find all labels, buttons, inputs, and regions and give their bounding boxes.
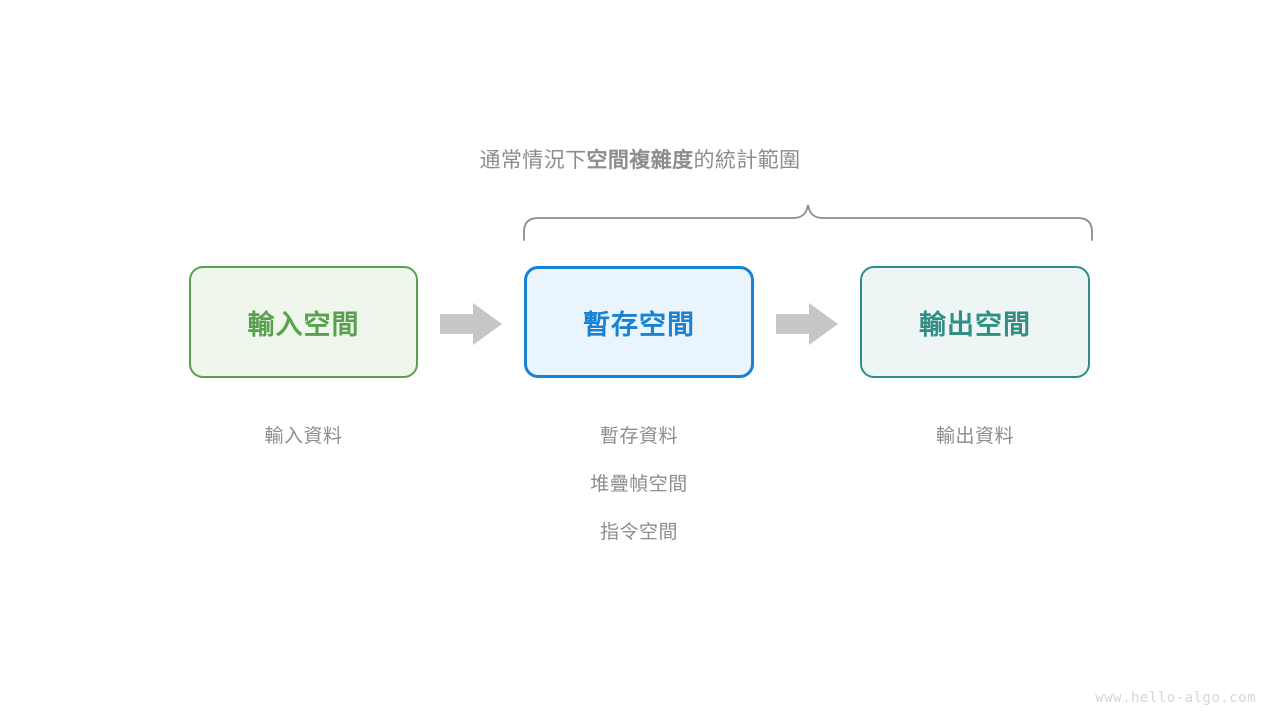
caption-line: 堆疊幀空間 (590, 474, 688, 495)
box-input-space-label: 輸入空間 (247, 309, 360, 340)
brace-caption-emphasis: 空間複雜度 (586, 149, 694, 172)
box-temp-space-label: 暫存空間 (583, 309, 695, 340)
box-output-space-label: 輸出空間 (919, 309, 1031, 340)
caption-output-space: 輸出資料 (860, 424, 1090, 450)
caption-line: 指令空間 (599, 522, 678, 543)
caption-line: 暫存資料 (599, 426, 678, 447)
curly-brace-icon (523, 204, 1093, 241)
arrow-right-icon (776, 303, 838, 345)
brace-caption-suffix: 的統計範圍 (693, 149, 801, 172)
watermark: www.hello-algo.com (1095, 690, 1256, 706)
caption-input-space: 輸入資料 (189, 424, 418, 450)
box-input-space[interactable]: 輸入空間 (189, 266, 418, 378)
caption-line: 輸入資料 (264, 426, 343, 447)
brace-caption-prefix: 通常情況下 (479, 149, 587, 172)
box-output-space[interactable]: 輸出空間 (860, 266, 1090, 378)
brace-caption: 通常情況下空間複雜度的統計範圍 (0, 146, 1280, 176)
caption-temp-space: 暫存資料 堆疊幀空間 指令空間 (524, 424, 754, 546)
caption-line: 輸出資料 (935, 426, 1014, 447)
arrow-right-icon (440, 303, 502, 345)
box-temp-space[interactable]: 暫存空間 (524, 266, 754, 378)
